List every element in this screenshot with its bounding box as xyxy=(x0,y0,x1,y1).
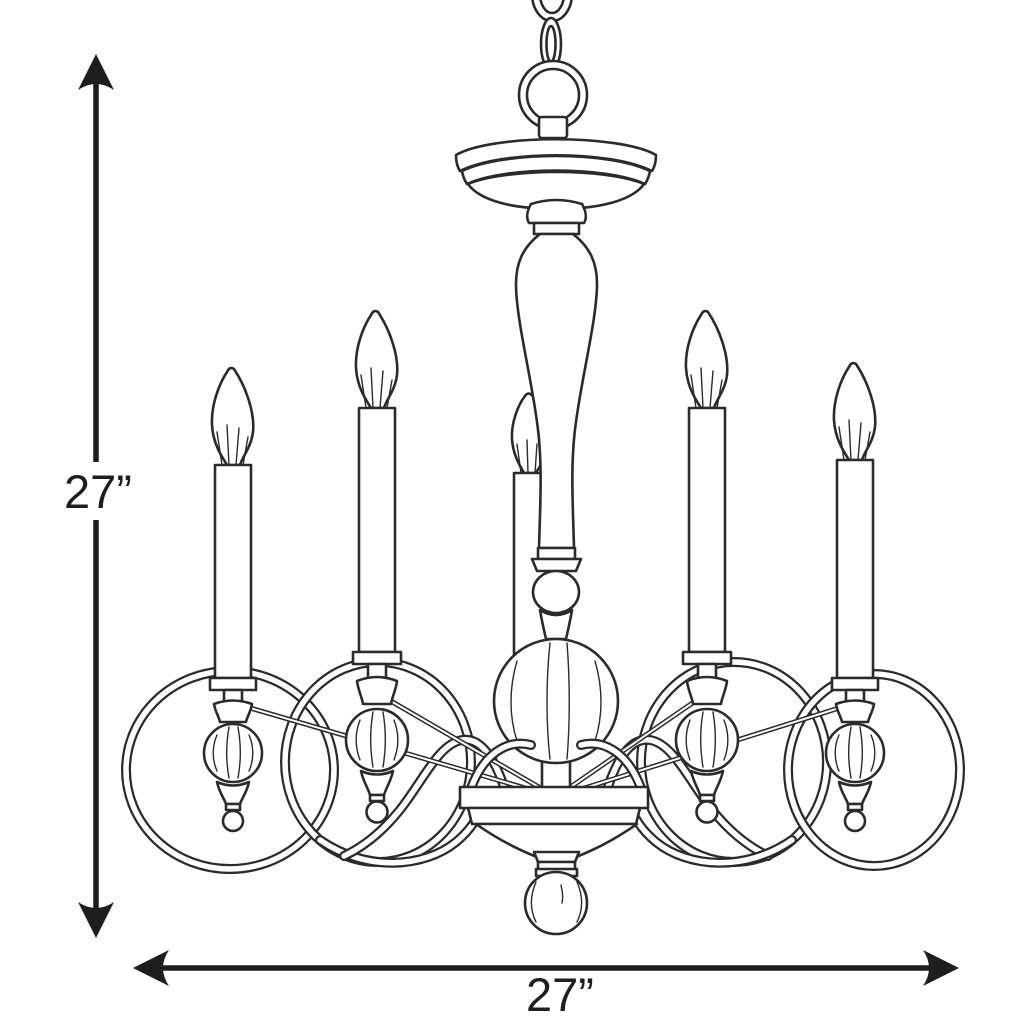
candle-sleeve xyxy=(835,458,875,680)
finial-ring xyxy=(846,802,864,812)
arrow-right-icon xyxy=(923,950,959,986)
glass-ball-shading xyxy=(355,711,399,768)
candle-sleeve xyxy=(687,406,727,654)
candle-inner-left xyxy=(344,309,410,824)
finial-neck-flange xyxy=(532,850,581,864)
finial-flare xyxy=(837,780,873,806)
spindle-ring xyxy=(536,546,577,561)
canopy-bowl xyxy=(466,170,646,211)
bulb-filament-lines xyxy=(516,439,538,474)
bulb-filament-lines xyxy=(690,367,723,409)
candle-cup xyxy=(355,675,399,706)
center-glass-ball xyxy=(492,637,620,791)
rear-arm-arcs xyxy=(465,738,647,796)
candle-cup xyxy=(685,675,729,706)
socket-cap xyxy=(351,650,403,666)
hanger-ring-inner xyxy=(525,67,581,123)
glass-ball-shading xyxy=(212,726,254,779)
hub-plate xyxy=(458,785,650,810)
bulb-filament-lines xyxy=(360,367,393,409)
spindle-ball xyxy=(531,569,581,615)
width-dimension: 27” xyxy=(133,950,959,1021)
height-dimension: 27” xyxy=(64,54,132,938)
candle-inner-right xyxy=(674,309,740,824)
finial-flare xyxy=(359,769,395,797)
glass-ball-drop xyxy=(674,707,740,773)
finial-flare xyxy=(689,769,725,797)
arrow-down-icon xyxy=(78,902,114,938)
bulb-filament-lines xyxy=(216,424,249,466)
flame-bulb xyxy=(832,361,877,462)
collar-ring xyxy=(532,221,581,236)
bottom-ball-shading xyxy=(530,881,583,923)
arrow-up-icon xyxy=(78,54,114,90)
spindle-flange xyxy=(530,557,583,573)
glass-ball-drop xyxy=(344,707,410,773)
flame-bulb xyxy=(354,309,399,410)
finial-ring xyxy=(698,793,716,803)
socket-cap xyxy=(830,676,880,692)
glass-ball-drop xyxy=(824,722,886,784)
arrow-left-icon xyxy=(133,950,169,986)
chain-link-inner xyxy=(539,0,565,15)
glass-ball xyxy=(492,637,620,765)
column-spindle xyxy=(530,546,583,641)
finial-ring xyxy=(224,802,242,812)
socket-cap xyxy=(208,676,258,692)
candle-cup xyxy=(834,699,876,724)
canopy-collar xyxy=(525,198,588,225)
candle-outer-right xyxy=(824,361,886,833)
finial-flare xyxy=(215,780,251,806)
finial-tip xyxy=(365,800,389,824)
arm-ribbon-inner-left xyxy=(339,734,511,861)
finial-tip xyxy=(843,809,867,833)
arm-ribbon-outer-right xyxy=(628,808,797,868)
chandelier-drawing xyxy=(121,0,965,936)
glass-ball-shading xyxy=(834,726,876,779)
ring-connector xyxy=(537,115,569,140)
flame-bulb xyxy=(684,309,729,410)
width-dimension-label: 27” xyxy=(526,968,594,1021)
finial-ring xyxy=(368,793,386,803)
socket-cap xyxy=(681,650,733,666)
bulb-filament-lines xyxy=(838,419,871,461)
finial-tip xyxy=(221,809,245,833)
candle-sleeve xyxy=(213,463,253,680)
flame-bulb xyxy=(210,366,255,467)
glass-ball-shading xyxy=(510,642,602,760)
chain-link-inner xyxy=(545,24,557,64)
bottom-ball-finial xyxy=(523,870,589,936)
canopy xyxy=(454,138,658,236)
glass-ball-shading xyxy=(685,711,729,768)
finial-tip xyxy=(695,800,719,824)
spindle-cup xyxy=(538,608,574,641)
candle-cup xyxy=(212,699,254,724)
hanging-chain xyxy=(517,0,589,140)
candle-outer-left xyxy=(202,366,264,833)
height-dimension-label: 27” xyxy=(64,465,132,518)
glass-ball-drop xyxy=(202,722,264,784)
candle-sleeve xyxy=(357,406,397,654)
bottom-assembly xyxy=(458,785,650,936)
hub-plate-tier xyxy=(466,806,642,826)
